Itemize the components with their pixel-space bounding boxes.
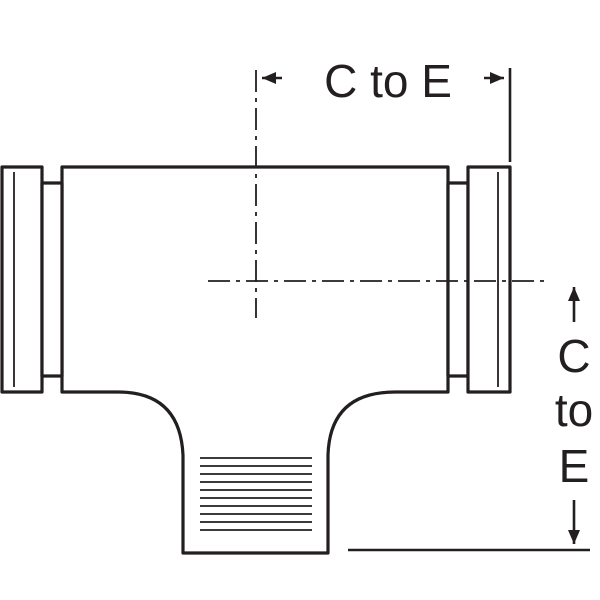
horizontal-dimension: C to E — [262, 55, 512, 162]
vertical-dimension-label-line-1: C — [557, 330, 590, 382]
vertical-dimension-label-line-2: to — [555, 384, 593, 436]
vertical-dimension-label-line-3: E — [559, 440, 590, 492]
right-grooved-end — [446, 165, 512, 394]
horizontal-dimension-label: C to E — [324, 55, 452, 107]
threaded-branch-outlet — [200, 457, 312, 531]
vertical-dimension: C to E — [348, 287, 593, 552]
left-grooved-end — [0, 165, 64, 394]
tee-body-outline — [60, 165, 450, 555]
